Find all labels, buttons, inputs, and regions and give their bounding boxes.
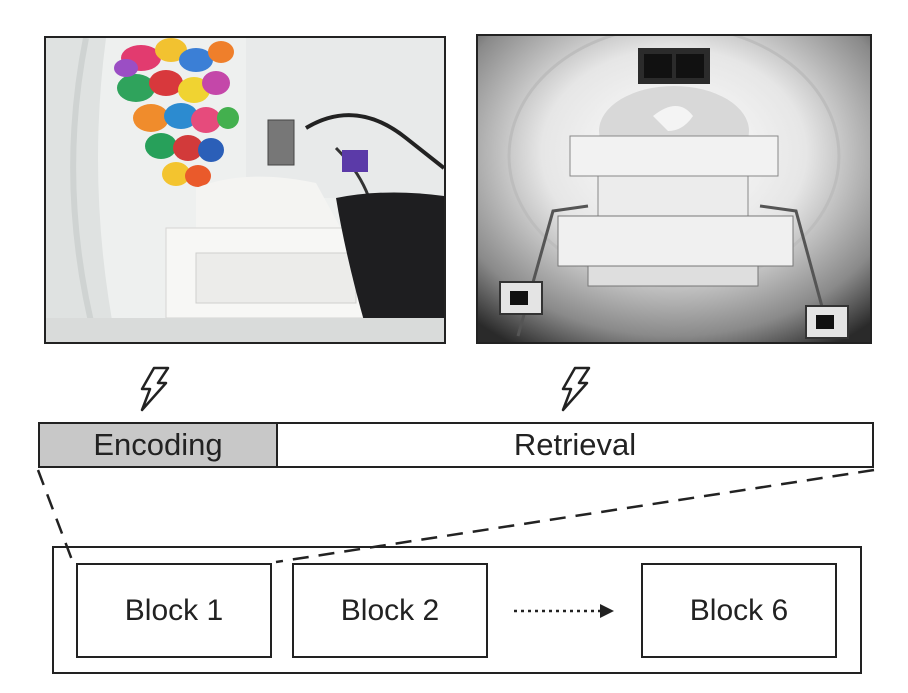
- retrieval-phase: Retrieval: [513, 427, 637, 462]
- lightning-bolt-icon: [140, 366, 170, 412]
- encoding-blocks-container: [52, 546, 862, 674]
- encoding-setup-photo: [44, 36, 446, 344]
- block-1: Block 1: [76, 563, 272, 658]
- retrieval-scanner-photo: [476, 34, 872, 344]
- encoding-setup-illustration: [46, 38, 444, 342]
- block-6: Block 6: [641, 563, 837, 658]
- dotted-arrow-icon: [514, 604, 614, 618]
- encoding-phase: Encoding: [40, 424, 278, 466]
- lightning-bolt-icon: [561, 366, 591, 412]
- block-2: Block 2: [292, 563, 488, 658]
- retrieval-scanner-illustration: [478, 36, 870, 342]
- experiment-timeline: Encoding Retrieval: [38, 422, 874, 468]
